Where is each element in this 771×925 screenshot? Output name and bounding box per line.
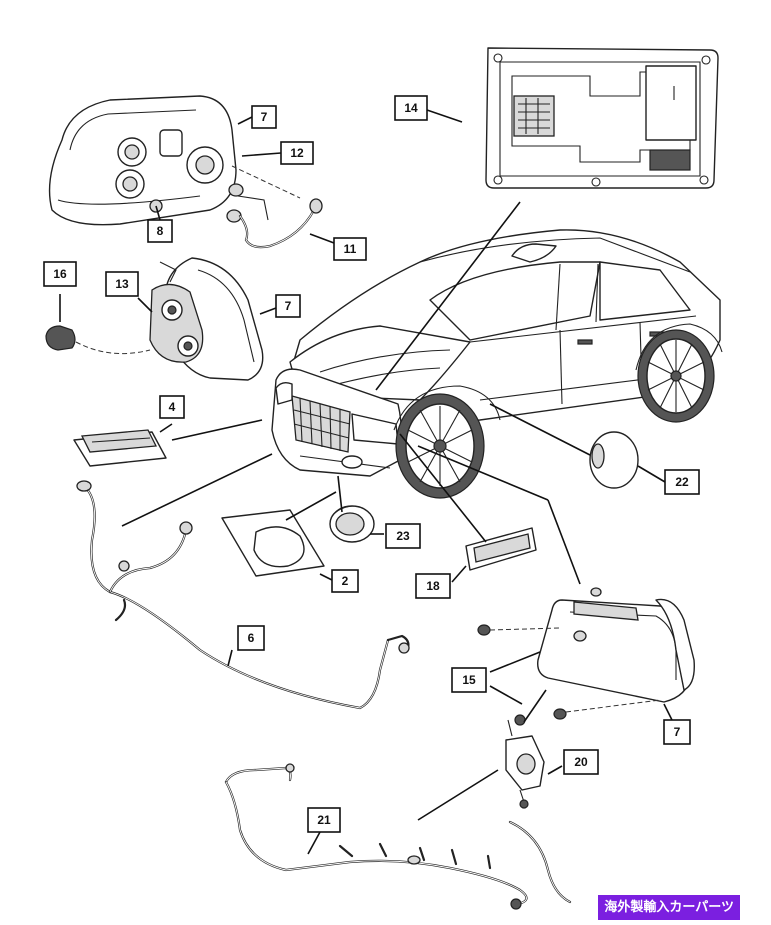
callout-8: 8 bbox=[147, 219, 173, 243]
washer-hose-part bbox=[224, 763, 572, 910]
fog-lamp-part bbox=[329, 505, 375, 543]
side-marker-part bbox=[465, 527, 537, 571]
fuel-door-part bbox=[589, 431, 639, 489]
svg-text:22: 22 bbox=[675, 475, 689, 489]
leveling-motor-part bbox=[505, 719, 545, 809]
callout-7-b: 7 bbox=[275, 294, 301, 318]
grille-bracket-part bbox=[73, 429, 167, 467]
callout-2: 2 bbox=[331, 569, 359, 593]
callout-23: 23 bbox=[385, 523, 421, 549]
svg-text:12: 12 bbox=[290, 146, 304, 160]
watermark-label: 海外製輸入カーパーツ bbox=[598, 895, 740, 920]
wiring-harness-part bbox=[76, 480, 410, 710]
mounting-screw-part bbox=[477, 624, 661, 726]
svg-text:13: 13 bbox=[115, 277, 129, 291]
lamp-socket-part bbox=[45, 325, 151, 355]
svg-text:14: 14 bbox=[404, 101, 418, 115]
svg-text:23: 23 bbox=[396, 529, 410, 543]
svg-text:15: 15 bbox=[462, 673, 476, 687]
svg-text:21: 21 bbox=[317, 813, 331, 827]
callout-4: 4 bbox=[159, 395, 185, 419]
callout-18: 18 bbox=[415, 573, 451, 599]
callout-14: 14 bbox=[394, 95, 428, 121]
svg-text:7: 7 bbox=[674, 725, 681, 739]
svg-text:20: 20 bbox=[574, 755, 588, 769]
callout-11: 11 bbox=[333, 237, 367, 261]
callout-13: 13 bbox=[105, 271, 139, 297]
svg-text:2: 2 bbox=[342, 574, 349, 588]
callout-16: 16 bbox=[43, 261, 77, 287]
callout-22: 22 bbox=[664, 469, 700, 495]
svg-text:7: 7 bbox=[261, 110, 268, 124]
svg-text:8: 8 bbox=[157, 224, 164, 238]
callout-7-a: 7 bbox=[251, 105, 277, 129]
fog-lamp-bezel-part bbox=[221, 509, 325, 577]
svg-text:7: 7 bbox=[285, 299, 292, 313]
rear-lamp-housing-part bbox=[149, 257, 264, 381]
callout-21: 21 bbox=[307, 807, 341, 833]
callout-20: 20 bbox=[563, 749, 599, 775]
callout-7-c: 7 bbox=[663, 719, 691, 745]
left-headlamp-part bbox=[48, 95, 237, 226]
right-headlamp-part bbox=[537, 587, 695, 703]
callout-15: 15 bbox=[451, 667, 487, 693]
control-module-part bbox=[485, 47, 719, 189]
callout-12: 12 bbox=[280, 141, 314, 165]
svg-text:4: 4 bbox=[169, 400, 176, 414]
svg-text:18: 18 bbox=[426, 579, 440, 593]
leader-lines bbox=[59, 109, 673, 855]
svg-text:6: 6 bbox=[248, 631, 255, 645]
sedan-vehicle bbox=[271, 229, 723, 499]
svg-text:16: 16 bbox=[53, 267, 67, 281]
callout-6: 6 bbox=[237, 625, 265, 651]
svg-text:11: 11 bbox=[344, 242, 357, 256]
